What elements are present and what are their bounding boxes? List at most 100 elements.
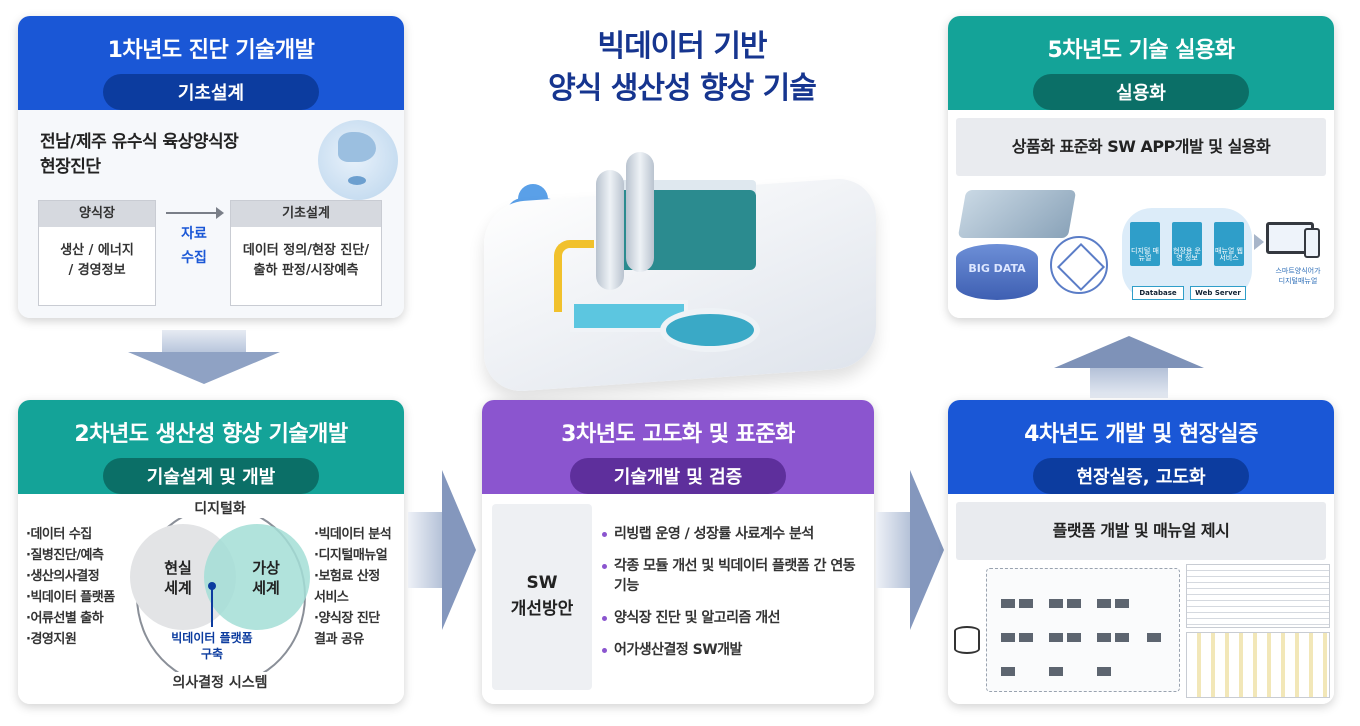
aquaculture-facility-icon [957, 190, 1077, 238]
app-module-box: 매뉴얼 웹 서비스 [1214, 222, 1244, 266]
app-development-illustration: BIG DATA 디지털 매뉴얼 현장용 운영 정보 매뉴얼 웹 서비스 Dat… [948, 182, 1334, 318]
list-item: 양식장 진단 및 알고리즘 개선 [602, 608, 862, 628]
year4-band: 플랫폼 개발 및 매뉴얼 제시 [956, 502, 1326, 560]
silo-tank-icon [596, 170, 624, 290]
year3-body: SW 개선방안 리빙랩 운영 / 성장률 사료계수 분석 각종 모듈 개선 및 … [482, 494, 874, 704]
year2-body: ·데이터 수집 ·질병진단/예측 ·생산의사결정 ·빅데이터 플랫폼 ·어류선별… [18, 494, 404, 704]
architecture-diagram [986, 568, 1180, 692]
year4-title: 4차년도 개발 및 현장실증 [1024, 422, 1258, 447]
main-title-line1: 빅데이터 기반 [597, 29, 767, 64]
virtual-world-label: 가상 세계 [236, 558, 296, 598]
smart-manual-caption: 스마트양식어가 디지털매뉴얼 [1262, 266, 1334, 286]
year2-title: 2차년도 생산성 향상 기술개발 [74, 422, 348, 447]
year1-title: 1차년도 진단 기술개발 [107, 38, 315, 63]
year3-title: 3차년도 고도화 및 표준화 [561, 422, 795, 447]
list-item: ·질병진단/예측 [26, 548, 104, 563]
year5-subtitle-pill: 실용화 [1033, 74, 1249, 110]
arrow-right-icon [876, 470, 946, 630]
year5-body: 상품화 표준화 SW APP개발 및 실용화 BIG DATA 디지털 매뉴얼 … [948, 110, 1334, 318]
year5-header: 5차년도 기술 실용화 실용화 [948, 16, 1334, 110]
year4-header: 4차년도 개발 및 현장실증 현장실증, 고도화 [948, 400, 1334, 494]
intersection-dot [208, 582, 216, 590]
list-item: ·데이터 수집 [26, 527, 92, 542]
collect-line2: 수집 [181, 250, 207, 266]
map-land-shape [338, 132, 376, 162]
list-item: ·경영지원 [26, 632, 77, 647]
basic-design-line1: 데이터 정의/현장 진단/ [242, 243, 370, 258]
flowchart-screenshot [1186, 632, 1330, 698]
list-item: ·빅데이터 분석 [314, 527, 392, 542]
decision-system-label: 의사결정 시스템 [158, 672, 282, 692]
list-item: 서비스 [314, 590, 349, 605]
main-title-line2: 양식 생산성 향상 기술 [548, 71, 817, 106]
platform-build-line1: 빅데이터 플랫폼 [171, 631, 253, 645]
farm-info-line1: 생산 / 에너지 [60, 243, 134, 258]
virtual-world-line1: 가상 [252, 559, 280, 577]
platform-architecture-illustration [948, 562, 1334, 704]
virtual-world-circle [204, 524, 310, 630]
list-item: ·어류선별 출하 [26, 611, 104, 626]
list-item: ·디지털매뉴얼 [314, 548, 388, 563]
smart-caption-line1: 스마트양식어가 [1275, 267, 1321, 275]
arrow-right-icon [166, 207, 224, 219]
real-world-label: 현실 세계 [148, 558, 208, 598]
app-module-box: 디지털 매뉴얼 [1130, 222, 1160, 266]
year1-heading-line1: 전남/제주 유수식 육상양식장 [40, 132, 239, 152]
farm-info-line2: / 경영정보 [68, 263, 126, 278]
farm-info-body: 생산 / 에너지 / 경영정보 [39, 227, 155, 281]
sw-line2: 개선방안 [510, 599, 574, 619]
year2-card: 2차년도 생산성 향상 기술개발 기술설계 및 개발 ·데이터 수집 ·질병진단… [18, 400, 404, 704]
basic-design-table: 기초설계 데이터 정의/현장 진단/ 출하 판정/시장예측 [230, 200, 382, 306]
basic-design-header: 기초설계 [231, 201, 381, 227]
virtual-world-line2: 세계 [252, 579, 280, 597]
year5-band: 상품화 표준화 SW APP개발 및 실용화 [956, 118, 1326, 176]
year1-heading-line2: 현장진단 [40, 157, 101, 177]
arrow-right-icon [408, 470, 478, 630]
year4-body: 플랫폼 개발 및 매뉴얼 제시 [948, 494, 1334, 704]
list-item: 어가생산결정 SW개발 [602, 640, 862, 660]
phone-icon [1304, 228, 1320, 258]
big-data-label: BIG DATA [968, 262, 1026, 275]
main-title: 빅데이터 기반 양식 생산성 향상 기술 [480, 26, 884, 110]
year2-right-list: ·빅데이터 분석 ·디지털매뉴얼 ·보험료 산정 서비스 ·양식장 진단 결과 … [314, 524, 392, 650]
sw-improvement-box: SW 개선방안 [492, 504, 592, 690]
web-server-label: Web Server [1190, 286, 1246, 300]
pipe-icon [554, 240, 594, 312]
year1-card: 1차년도 진단 기술개발 기초설계 전남/제주 유수식 육상양식장 현장진단 자… [18, 16, 404, 318]
year2-subtitle-pill: 기술설계 및 개발 [103, 458, 319, 494]
list-item: 리빙랩 운영 / 성장률 사료계수 분석 [602, 524, 862, 544]
arrow-down-icon [128, 330, 280, 384]
list-item: ·보험료 산정 [314, 569, 380, 584]
big-data-drum-icon [956, 244, 1038, 300]
list-item: ·양식장 진단 [314, 611, 380, 626]
year2-header: 2차년도 생산성 향상 기술개발 기술설계 및 개발 [18, 400, 404, 494]
year2-left-list: ·데이터 수집 ·질병진단/예측 ·생산의사결정 ·빅데이터 플랫폼 ·어류선별… [26, 524, 115, 650]
aquaculture-platform-illustration [484, 150, 876, 398]
list-item: 각종 모듈 개선 및 빅데이터 플랫폼 간 연동 기능 [602, 556, 862, 596]
arrow-right-icon [1254, 234, 1264, 250]
digitalization-label: 디지털화 [166, 498, 274, 518]
database-label: Database [1132, 286, 1184, 300]
farm-info-table: 양식장 생산 / 에너지 / 경영정보 [38, 200, 156, 306]
database-icon [954, 626, 980, 654]
silo-tank-icon [626, 152, 654, 272]
app-module-box: 현장용 운영 정보 [1172, 222, 1202, 266]
year5-card: 5차년도 기술 실용화 실용화 상품화 표준화 SW APP개발 및 실용화 B… [948, 16, 1334, 318]
year3-item-list: 리빙랩 운영 / 성장률 사료계수 분석 각종 모듈 개선 및 빅데이터 플랫폼… [602, 524, 862, 672]
real-world-line2: 세계 [164, 579, 192, 597]
year3-header: 3차년도 고도화 및 표준화 기술개발 및 검증 [482, 400, 874, 494]
year1-body: 전남/제주 유수식 육상양식장 현장진단 자료 수집 양식장 생산 / 에너지 … [18, 110, 404, 318]
data-collect-label: 자료 수집 [168, 222, 220, 270]
year1-header: 1차년도 진단 기술개발 기초설계 [18, 16, 404, 110]
intersection-pointer [211, 589, 213, 627]
year1-heading: 전남/제주 유수식 육상양식장 현장진단 [40, 130, 239, 180]
list-item: ·빅데이터 플랫폼 [26, 590, 115, 605]
collect-line1: 자료 [181, 226, 207, 242]
map-island-shape [348, 176, 366, 185]
year4-subtitle-pill: 현장실증, 고도화 [1033, 458, 1249, 494]
year5-title: 5차년도 기술 실용화 [1047, 38, 1235, 63]
real-world-line1: 현실 [164, 559, 192, 577]
smart-caption-line2: 디지털매뉴얼 [1278, 277, 1318, 285]
platform-build-label: 빅데이터 플랫폼 구축 [158, 630, 266, 662]
farm-info-header: 양식장 [39, 201, 155, 227]
